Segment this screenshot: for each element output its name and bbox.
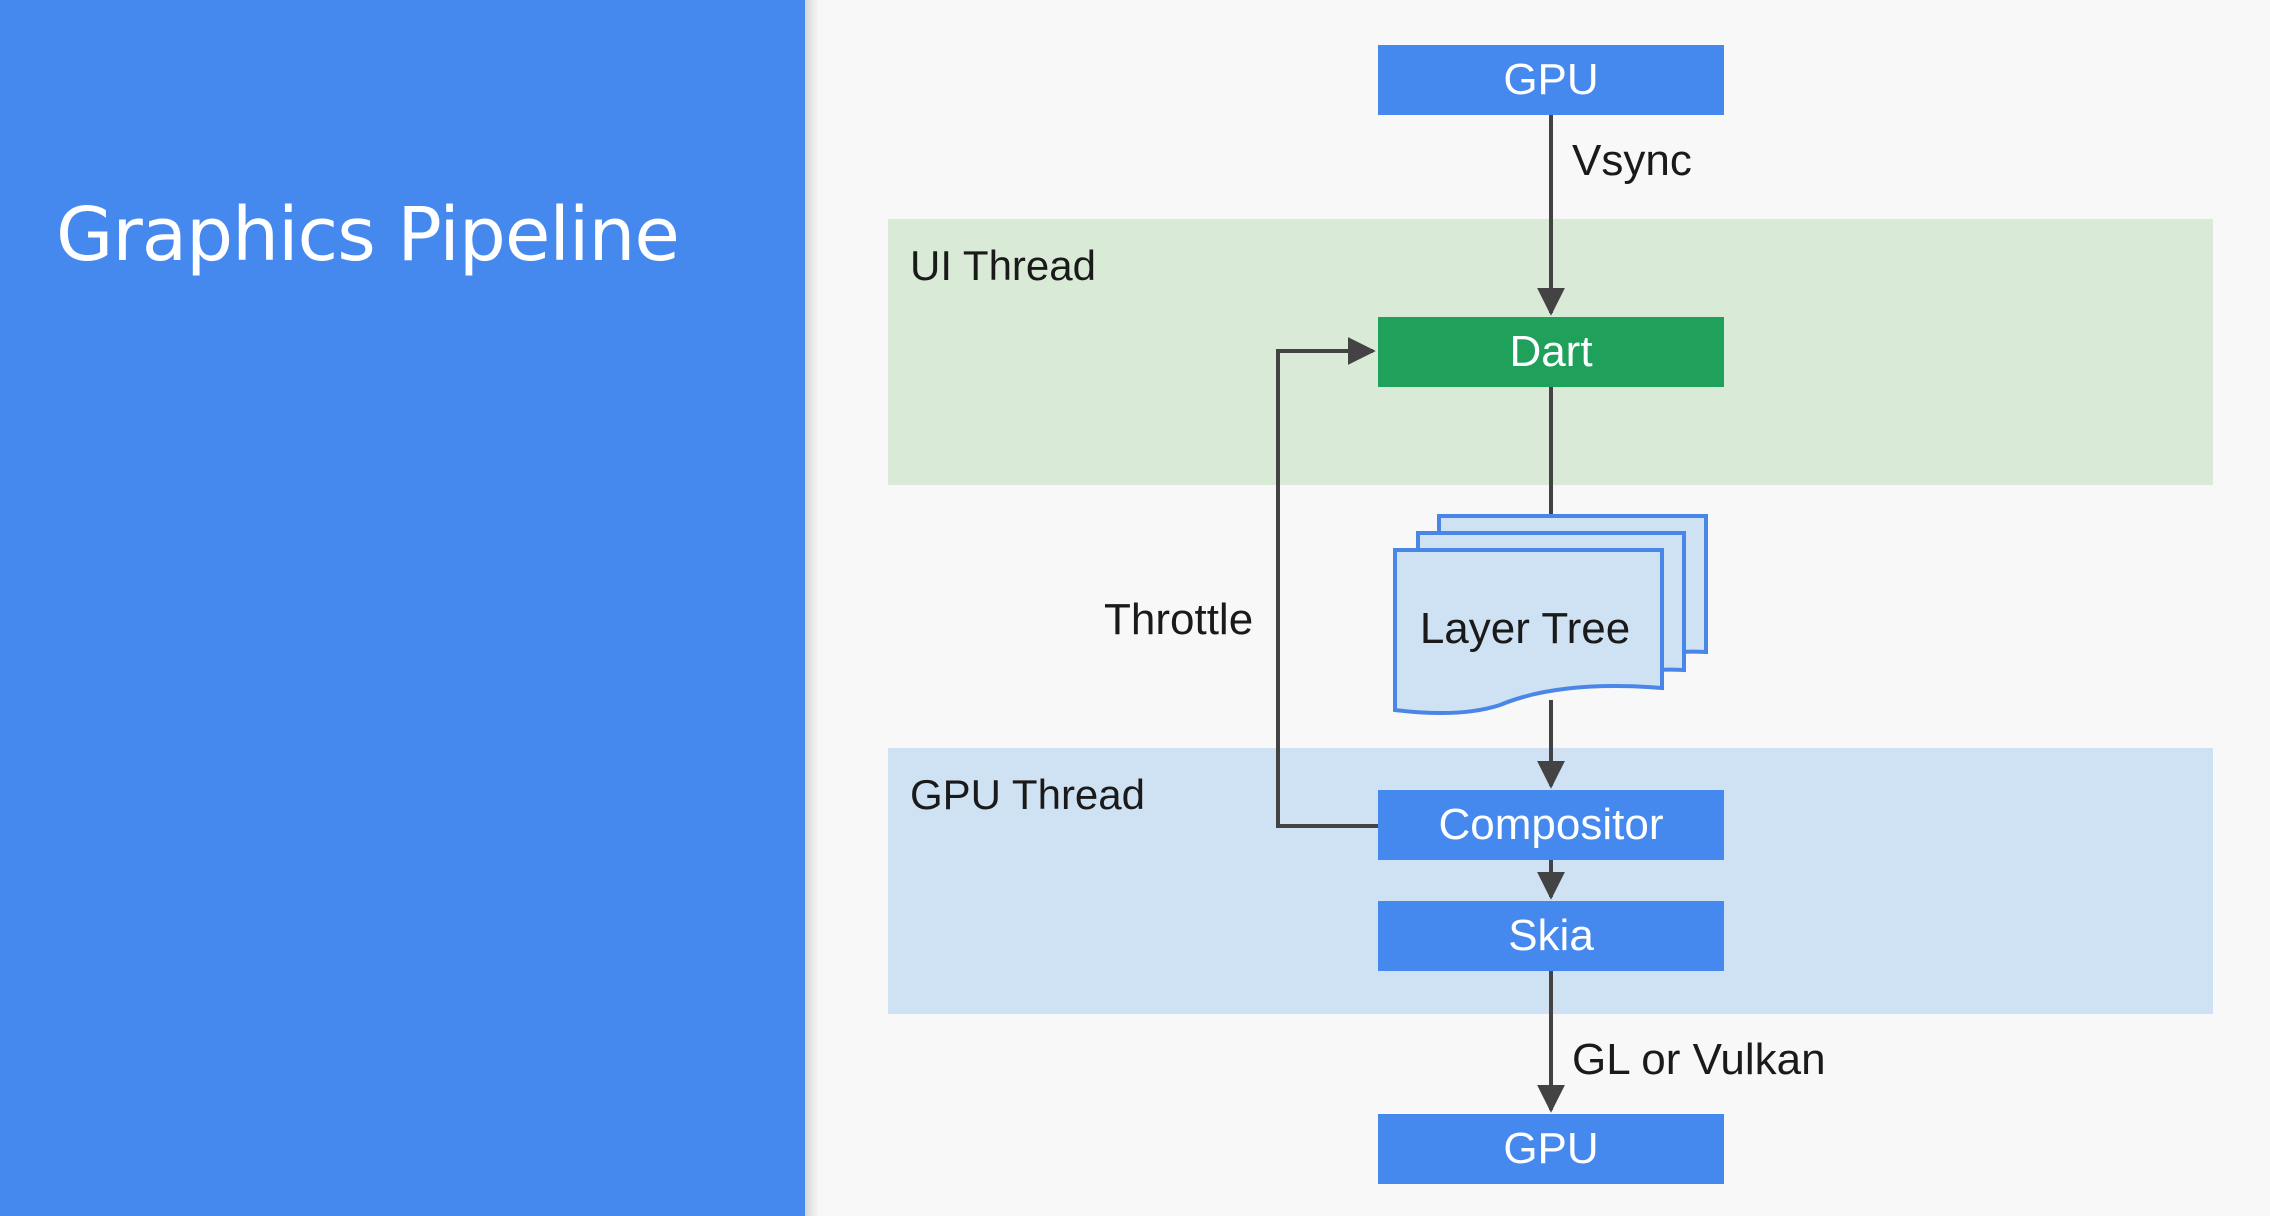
throttle-label: Throttle xyxy=(1104,595,1254,644)
sidebar-shadow xyxy=(805,0,819,1216)
vsync-label: Vsync xyxy=(1572,136,1692,185)
layer-tree-label: Layer Tree xyxy=(1419,604,1631,653)
gpu-thread-label: GPU Thread xyxy=(910,771,1145,818)
layer-tree-stack-icon xyxy=(1393,514,1708,716)
throttle-arrow xyxy=(1276,337,1378,828)
title-sidebar: Graphics Pipeline xyxy=(0,0,805,1216)
slide-title: Graphics Pipeline xyxy=(56,192,680,278)
skia-node: Skia xyxy=(1378,901,1724,971)
dart-node: Dart xyxy=(1378,317,1724,387)
ui-thread-label: UI Thread xyxy=(910,242,1096,289)
gpu-bottom-node: GPU xyxy=(1378,1114,1724,1184)
gl-or-vulkan-label: GL or Vulkan xyxy=(1572,1035,1826,1084)
gpu-top-node: GPU xyxy=(1378,45,1724,115)
compositor-node: Compositor xyxy=(1378,790,1724,860)
